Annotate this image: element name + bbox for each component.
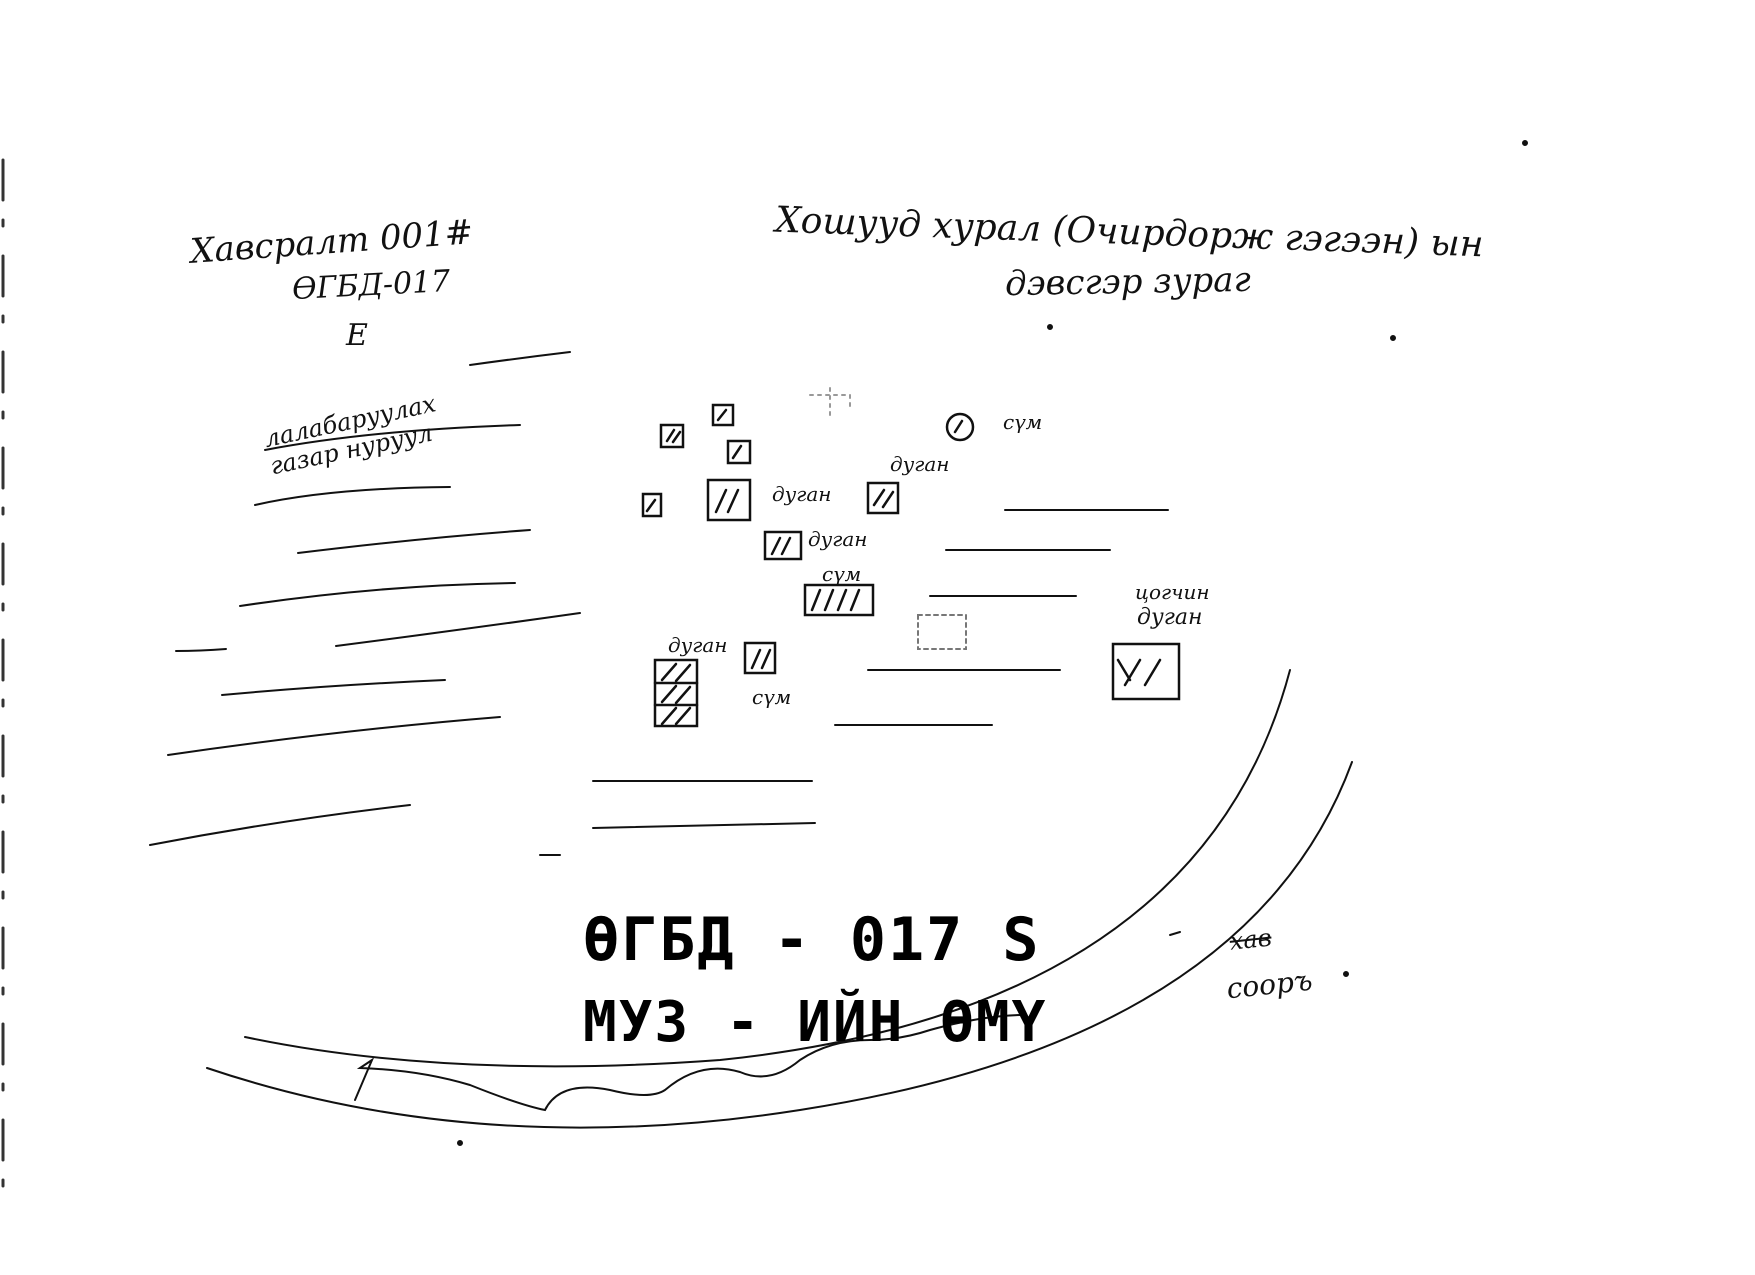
contour-line (1169, 931, 1181, 936)
contour-line (264, 424, 521, 451)
building-small (659, 423, 685, 449)
stray-mark (1343, 971, 1349, 977)
building-small (945, 412, 975, 442)
stray-mark (1390, 335, 1396, 341)
river-bank-outer (206, 761, 1353, 1129)
label-dugan: дуган (1137, 605, 1203, 630)
contour-line (469, 351, 571, 366)
stamp-org: МУЗ - ИЙН ӨМҮ (583, 990, 1048, 1055)
stray-mark (1522, 140, 1528, 146)
contour-line (297, 529, 531, 554)
building-stack (653, 658, 699, 728)
building-medium (763, 530, 803, 561)
reference-suffix: Е (346, 318, 368, 353)
sketch-subtitle: дэвсгэр зураг (1004, 259, 1252, 305)
label-sum: сүм (752, 685, 792, 709)
label-sum: сүм (822, 562, 862, 586)
building-large (1111, 642, 1181, 701)
label-dugan: дуган (890, 452, 950, 476)
label-sum: сүм (1003, 410, 1043, 434)
stray-mark (1047, 324, 1053, 330)
contour-line (221, 679, 446, 696)
contour-line (254, 486, 451, 506)
label-tsogchin: цогчин (1135, 580, 1210, 604)
building-long (803, 583, 875, 617)
stray-mark (457, 1140, 463, 1146)
building-small (866, 481, 900, 515)
contour-line (149, 804, 411, 846)
label-dugan: дуган (808, 527, 868, 551)
label-dugan: дуган (772, 482, 832, 506)
contour-line (175, 648, 227, 652)
building-small (641, 492, 663, 518)
building-faint (809, 387, 851, 421)
river-wave (354, 1014, 1021, 1112)
building-small (743, 641, 777, 675)
contour-line (167, 716, 501, 756)
building-faint (917, 614, 967, 650)
label-dugan: дуган (668, 633, 728, 657)
contour-line (335, 612, 581, 647)
contour-line (239, 582, 516, 607)
contour-line (592, 822, 816, 829)
building-medium (706, 478, 752, 522)
river-bank-inner (244, 669, 1291, 1068)
building-small (726, 439, 752, 465)
river-label: хав сооръ (1222, 924, 1314, 1006)
building-small (711, 403, 735, 427)
stamp-code: ӨГБД - 017 S (583, 905, 1041, 975)
